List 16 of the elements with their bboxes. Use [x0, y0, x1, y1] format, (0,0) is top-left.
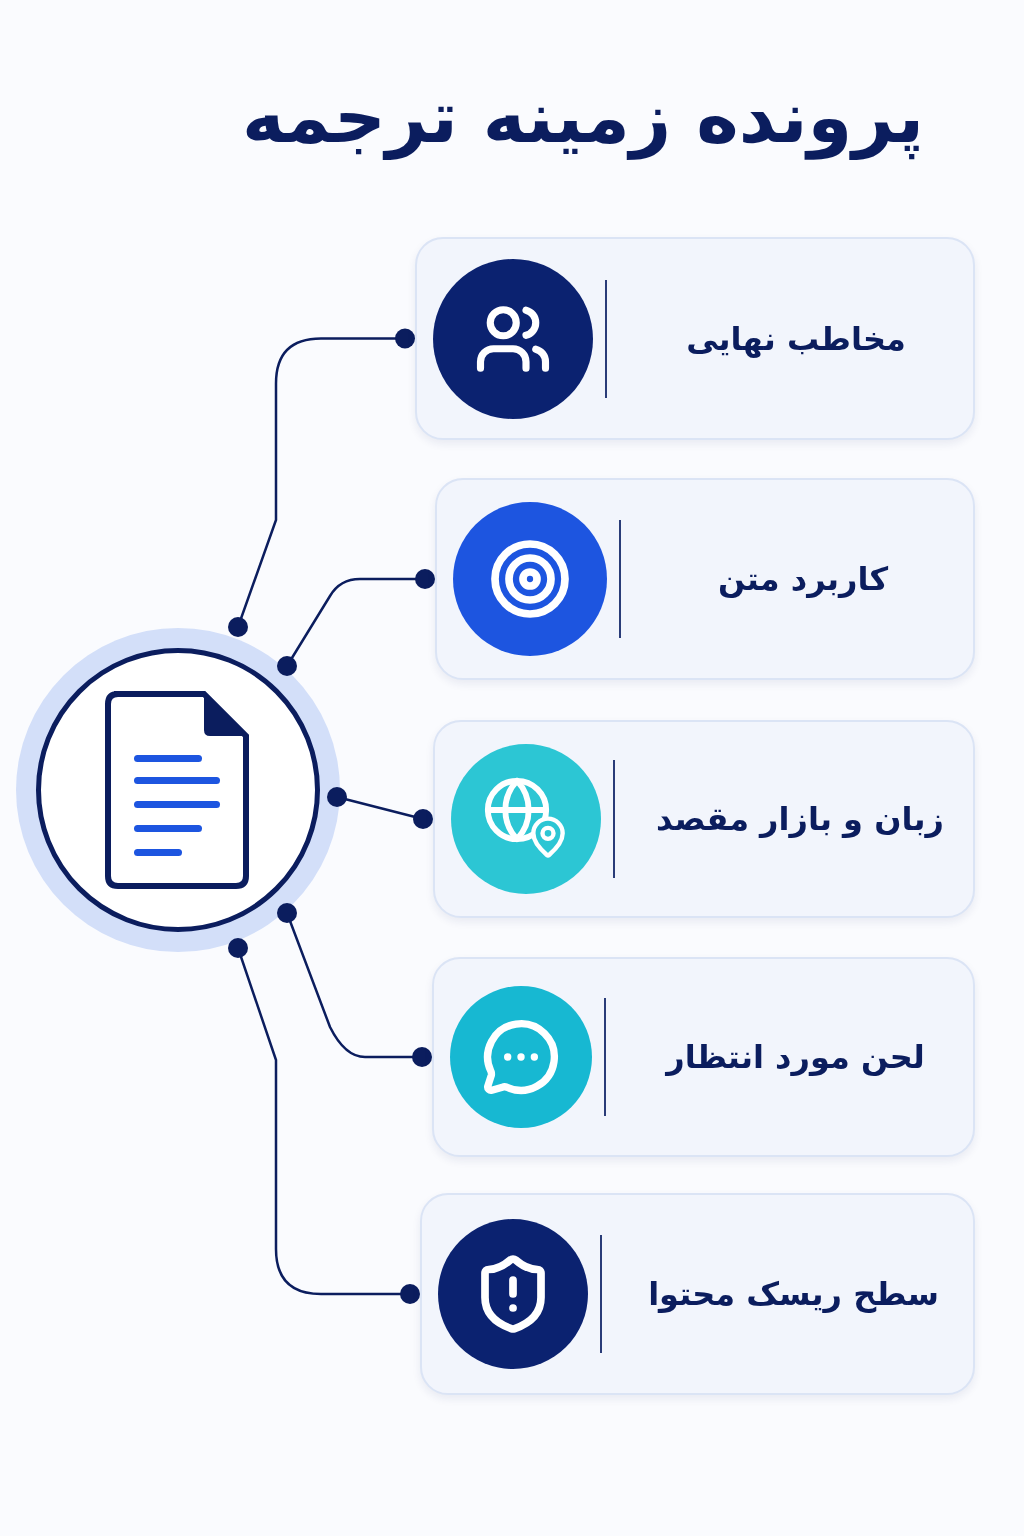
card-title: کاربرد متن — [717, 559, 889, 600]
card-title: زبان و بازار مقصد — [656, 799, 944, 840]
connector-line — [277, 903, 432, 1067]
topic-card — [415, 237, 975, 440]
connector-line — [228, 938, 420, 1304]
card-title: سطح ریسک محتوا — [648, 1274, 939, 1315]
connector-line — [228, 328, 415, 637]
card-title: لحن مورد انتظار — [666, 1037, 925, 1078]
card-title: مخاطب نهایی — [686, 318, 906, 360]
topic-card — [432, 957, 975, 1157]
connector-line — [277, 569, 435, 676]
topic-card — [420, 1193, 975, 1395]
topic-card — [433, 720, 975, 918]
title: پرونده زمینه ترجمه — [242, 74, 924, 162]
connector-line — [327, 787, 433, 829]
topic-card — [435, 478, 975, 680]
